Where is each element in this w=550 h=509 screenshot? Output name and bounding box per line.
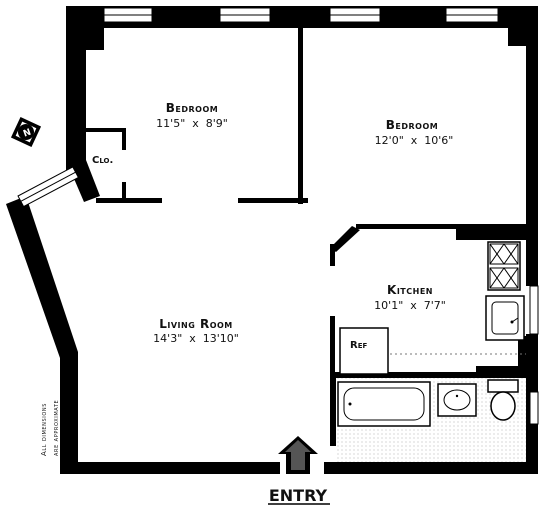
living-room-dims: 14'3" x 13'10": [153, 332, 239, 345]
corner-top-right: [508, 6, 538, 46]
bedroom-divider-wall: [298, 26, 303, 204]
right-stub-1: [518, 336, 530, 390]
kitchen-sink-icon: [485, 295, 525, 341]
window-right-2: [529, 391, 539, 425]
kitchen-name: Kitchen: [387, 283, 433, 297]
corner-top-left: [66, 6, 104, 50]
bedroom-right-name: Bedroom: [386, 118, 438, 132]
window-right-1: [529, 285, 539, 335]
closet-top-wall: [86, 128, 126, 132]
kitchen-top-wall-thick: [456, 224, 532, 240]
interior-walls: [86, 26, 532, 446]
stove-icon: [487, 241, 521, 291]
left-diagonal-wall: [6, 196, 78, 358]
bathroom-right-stub: [476, 366, 526, 380]
closet-right-wall-bottom: [122, 182, 126, 202]
compass-icon: [10, 116, 42, 148]
top-windows: [103, 7, 499, 23]
bedroom-left-dims: 11'5" x 8'9": [156, 117, 228, 130]
toilet-icon: [487, 379, 519, 421]
kitchen-left-wall-top: [330, 244, 335, 266]
bottom-wall-right: [324, 462, 538, 474]
bathtub-icon: [337, 381, 431, 427]
top-wall: [66, 6, 538, 28]
bathroom-left-wall: [330, 372, 336, 446]
bottom-wall-left: [60, 462, 280, 474]
left-lower-wall: [60, 352, 78, 474]
entry-arrow-icon: [278, 436, 318, 474]
closet-right-wall-top: [122, 128, 126, 150]
living-room-name: Living Room: [159, 317, 233, 331]
note-line-2: are approximate: [52, 400, 60, 456]
bedroom-left-bottom-wall-b: [238, 198, 308, 203]
kitchen-dims: 10'1" x 7'7": [374, 299, 446, 312]
closet-label: Clo.: [92, 155, 113, 166]
right-upper-wall: [526, 6, 538, 286]
refrigerator-label: Ref: [350, 340, 367, 351]
bathroom-sink-icon: [437, 383, 477, 417]
right-windows: [529, 285, 539, 425]
kitchen-top-wall: [356, 224, 532, 229]
bedroom-left-bottom-wall-a: [96, 198, 162, 203]
dimensions-note: All dimensions are approximate: [40, 400, 60, 456]
bathroom-top-wall: [330, 372, 526, 378]
kitchen-corner-wall: [330, 226, 360, 252]
kitchen-left-wall-bottom: [330, 316, 335, 378]
bedroom-left-name: Bedroom: [166, 101, 218, 115]
bedroom-right-dims: 12'0" x 10'6": [375, 134, 454, 147]
refrigerator-icon: [339, 327, 389, 375]
entry-label: ENTRY: [269, 486, 328, 505]
note-line-1: All dimensions: [40, 403, 48, 456]
diagonal-window: [17, 166, 80, 208]
compass-letter: N: [22, 128, 33, 140]
